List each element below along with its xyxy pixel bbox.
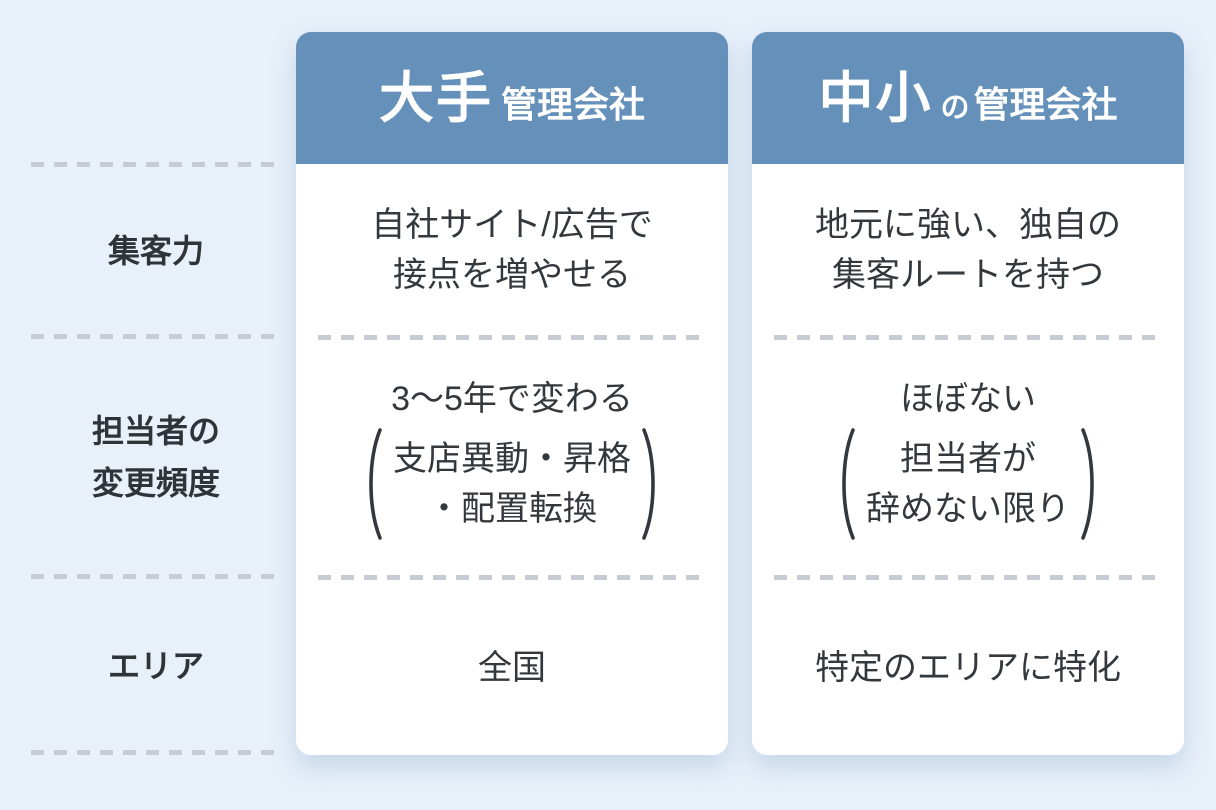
cell-line: 担当者が bbox=[900, 439, 1036, 478]
column-small-medium-body: 地元に強い、独自の 集客ルートを持つ ほぼない 担当者が 辞めない限り 特定 bbox=[752, 164, 1184, 755]
row-label-line: 担当者の bbox=[91, 413, 220, 449]
card-row-divider bbox=[774, 575, 1162, 580]
label-divider-1 bbox=[31, 162, 281, 167]
cell-line: 接点を増やせる bbox=[393, 255, 631, 294]
cell-major-staff-change: 3〜5年で変わる 支店異動・昇格 ・配置転換 bbox=[296, 340, 728, 575]
label-divider-4 bbox=[31, 750, 281, 755]
column-major-header: 大手管理会社 bbox=[296, 32, 728, 164]
column-small-medium-company: 中小の管理会社 地元に強い、独自の 集客ルートを持つ ほぼない 担当者が 辞めな… bbox=[752, 32, 1184, 755]
row-label-line: エリア bbox=[107, 648, 204, 684]
cell-line: ・配置転換 bbox=[427, 489, 597, 528]
close-paren-icon bbox=[1081, 427, 1094, 540]
cell-major-customer-attraction: 自社サイト/広告で 接点を増やせる bbox=[296, 164, 728, 335]
card-row-divider bbox=[774, 335, 1162, 340]
header-rest-text: 管理会社 bbox=[501, 84, 646, 125]
cell-line: 全国 bbox=[478, 648, 546, 687]
paren-note-lines: 支店異動・昇格 ・配置転換 bbox=[387, 434, 637, 534]
cell-small-area: 特定のエリアに特化 bbox=[752, 580, 1184, 755]
cell-major-area: 全国 bbox=[296, 580, 728, 755]
cell-line: ほぼない bbox=[900, 379, 1036, 418]
card-row-divider bbox=[318, 575, 706, 580]
cell-line: 地元に強い、独自の bbox=[815, 205, 1121, 244]
card-row-divider bbox=[318, 335, 706, 340]
row-label-staff-change-frequency: 担当者の 変更頻度 bbox=[30, 405, 282, 509]
paren-note: 支店異動・昇格 ・配置転換 bbox=[361, 426, 663, 542]
header-rest-text: 管理会社 bbox=[973, 84, 1118, 125]
row-label-line: 変更頻度 bbox=[91, 465, 220, 501]
cell-line: 自社サイト/広告で bbox=[371, 205, 653, 244]
label-divider-2 bbox=[31, 334, 281, 339]
open-paren-icon bbox=[842, 427, 855, 540]
row-label-line: 集客力 bbox=[107, 233, 204, 269]
cell-small-staff-change: ほぼない 担当者が 辞めない限り bbox=[752, 340, 1184, 575]
cell-small-customer-attraction: 地元に強い、独自の 集客ルートを持つ bbox=[752, 164, 1184, 335]
paren-note-lines: 担当者が 辞めない限り bbox=[860, 434, 1076, 534]
cell-line: 特定のエリアに特化 bbox=[815, 648, 1121, 687]
cell-line: 辞めない限り bbox=[866, 489, 1070, 528]
cell-line: 集客ルートを持つ bbox=[832, 255, 1104, 294]
header-emphasis-text: 中小 bbox=[818, 67, 933, 129]
column-small-medium-header: 中小の管理会社 bbox=[752, 32, 1184, 164]
row-label-customer-attraction: 集客力 bbox=[30, 225, 282, 277]
header-particle-text: の bbox=[940, 92, 970, 124]
column-major-company: 大手管理会社 自社サイト/広告で 接点を増やせる 3〜5年で変わる 支店異動・昇… bbox=[296, 32, 728, 755]
cell-line: 3〜5年で変わる bbox=[391, 379, 633, 418]
row-label-area: エリア bbox=[30, 640, 282, 692]
close-paren-icon bbox=[642, 427, 655, 540]
cell-line: 支店異動・昇格 bbox=[393, 439, 631, 478]
open-paren-icon bbox=[369, 427, 382, 540]
label-divider-3 bbox=[31, 574, 281, 579]
column-major-body: 自社サイト/広告で 接点を増やせる 3〜5年で変わる 支店異動・昇格 ・配置転換 bbox=[296, 164, 728, 755]
paren-note: 担当者が 辞めない限り bbox=[834, 426, 1102, 542]
header-emphasis-text: 大手 bbox=[378, 67, 493, 129]
